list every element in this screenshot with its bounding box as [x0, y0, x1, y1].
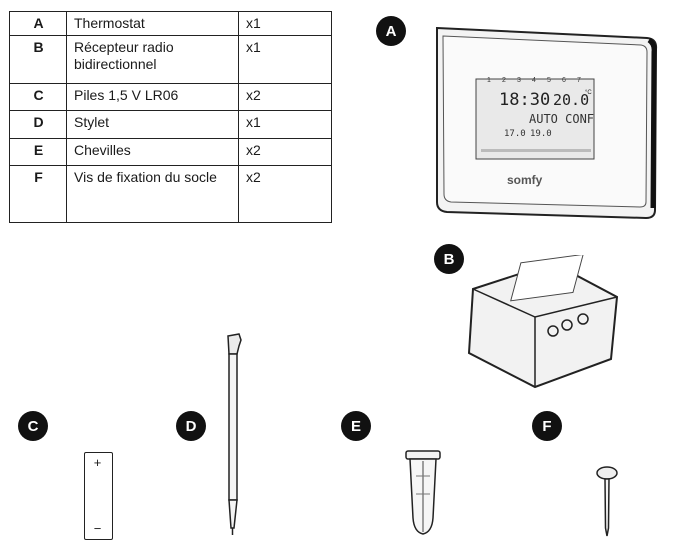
receiver-illustration: [467, 255, 619, 389]
row-qty: x1: [238, 110, 332, 139]
badge-f: F: [532, 411, 562, 441]
badge-b: B: [434, 244, 464, 274]
battery-minus: −: [93, 521, 102, 536]
lcd-temp-unit: °C: [585, 90, 592, 96]
lcd-mode: AUTO CONF: [529, 112, 594, 126]
row-name: Piles 1,5 V LR06: [66, 83, 239, 111]
stylus-illustration: [227, 333, 242, 535]
battery-illustration: + −: [84, 452, 113, 540]
table-row: E Chevilles x2: [9, 138, 332, 166]
badge-c: C: [18, 411, 48, 441]
row-qty: x1: [238, 35, 332, 84]
row-name: Stylet: [66, 110, 239, 139]
lcd-day: 4: [532, 77, 536, 84]
table-row: A Thermostat x1: [9, 11, 332, 36]
row-letter: D: [9, 110, 67, 139]
badge-e: E: [341, 411, 371, 441]
row-qty: x2: [238, 138, 332, 166]
row-letter: A: [9, 11, 67, 36]
row-letter: E: [9, 138, 67, 166]
lcd-time: 18:30: [499, 90, 550, 110]
row-qty: x2: [238, 165, 332, 223]
badge-a: A: [376, 16, 406, 46]
row-letter: C: [9, 83, 67, 111]
lcd-day: 5: [547, 77, 551, 84]
table-row: D Stylet x1: [9, 110, 332, 139]
lcd-day: 6: [562, 77, 566, 84]
lcd-temp: 20.0: [553, 91, 589, 109]
table-row: C Piles 1,5 V LR06 x2: [9, 83, 332, 111]
row-name: Thermostat: [66, 11, 239, 36]
lcd-temp-low: 17.0: [504, 129, 526, 139]
row-qty: x1: [238, 11, 332, 36]
row-name: Récepteur radio bidirectionnel: [66, 35, 239, 84]
row-letter: B: [9, 35, 67, 84]
wall-plug-illustration: [405, 450, 441, 535]
row-qty: x2: [238, 83, 332, 111]
row-letter: F: [9, 165, 67, 223]
battery-plus: +: [93, 455, 102, 470]
parts-table: A Thermostat x1 B Récepteur radio bidire…: [9, 11, 332, 223]
thermostat-illustration: 1 2 3 4 5 6 7 18:30 20.0 °C AUTO CONF 17…: [436, 26, 658, 220]
somfy-logo: somfy: [507, 173, 543, 187]
screw-illustration: [596, 466, 618, 537]
badge-d: D: [176, 411, 206, 441]
lcd-day: 7: [577, 77, 581, 84]
row-name: Vis de fixation du socle: [66, 165, 239, 223]
table-row: F Vis de fixation du socle x2: [9, 165, 332, 223]
row-name: Chevilles: [66, 138, 239, 166]
lcd-day: 1: [487, 77, 491, 84]
lcd-day: 2: [502, 77, 506, 84]
lcd-temp-high: 19.0: [530, 129, 552, 139]
lcd-day: 3: [517, 77, 521, 84]
table-row: B Récepteur radio bidirectionnel x1: [9, 35, 332, 84]
